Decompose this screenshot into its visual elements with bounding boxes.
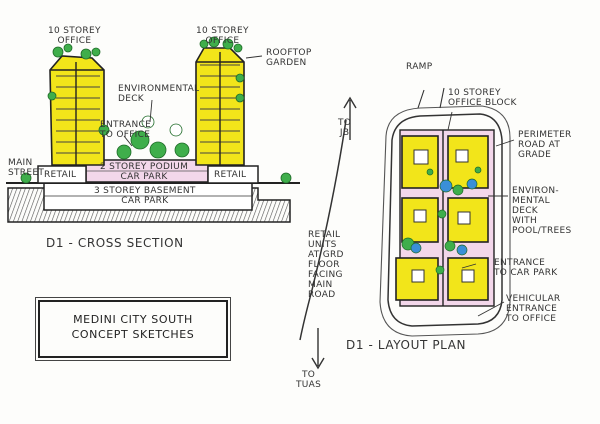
layout-plan-drawing [299,87,515,370]
cross-section-title: D1 - CROSS SECTION [46,236,184,250]
perimeter-road-label: PERIMETER ROAD AT GRADE [518,130,572,160]
basement-car-park-label: 3 STOREY BASEMENT CAR PARK [94,186,196,206]
plan-environmental-deck-label: ENVIRON- MENTAL DECK WITH POOL/TREES [512,186,572,236]
ramp [417,87,445,109]
main-street-label: MAIN STREET [8,158,45,178]
office-right-label: 10 STOREY OFFICE [196,26,249,46]
layout-plan-title: D1 - LAYOUT PLAN [346,338,467,352]
retail-units-label: RETAIL UNITS AT GRD FLOOR FACING MAIN RO… [308,230,344,300]
entrance-to-office-label: ENTRANCE TO OFFICE [100,120,152,140]
rooftop-trees [47,36,245,103]
ramp-label: RAMP [406,62,433,72]
main-road [299,119,347,341]
retail-left-block [37,165,87,184]
environmental-deck-label: ENVIRONMENTAL DECK [118,84,200,104]
retail-right-label: RETAIL [214,170,247,180]
title-line-2: CONCEPT SKETCHES [71,328,195,341]
perimeter-road [387,113,503,327]
office-block-label: 10 STOREY OFFICE BLOCK [448,88,517,108]
deck-trees [20,115,292,184]
cross-section-drawing [6,36,300,223]
entrance-car-park-label: ENTRANCE TO CAR PARK [494,258,558,278]
arrow-to-tuas [311,328,325,370]
plan-pool-trees [401,166,482,275]
title-line-1: MEDINI CITY SOUTH [73,313,193,326]
project-title-box: MEDINI CITY SOUTH CONCEPT SKETCHES [35,297,231,361]
retail-left-label: RETAIL [44,170,77,180]
podium-car-park-label: 2 STOREY PODIUM CAR PARK [100,162,189,182]
to-tuas-label: TO TUAS [296,370,322,390]
to-jb-label: TO JB [338,118,352,138]
rooftop-garden-label: ROOFTOP GARDEN [266,48,312,68]
plan-office-blocks [395,135,489,301]
vehicular-entrance-label: VEHICULAR ENTRANCE TO OFFICE [506,294,561,324]
retail-right-block [207,165,259,184]
office-left-label: 10 STOREY OFFICE [48,26,101,46]
arrow-to-jb [343,96,357,140]
